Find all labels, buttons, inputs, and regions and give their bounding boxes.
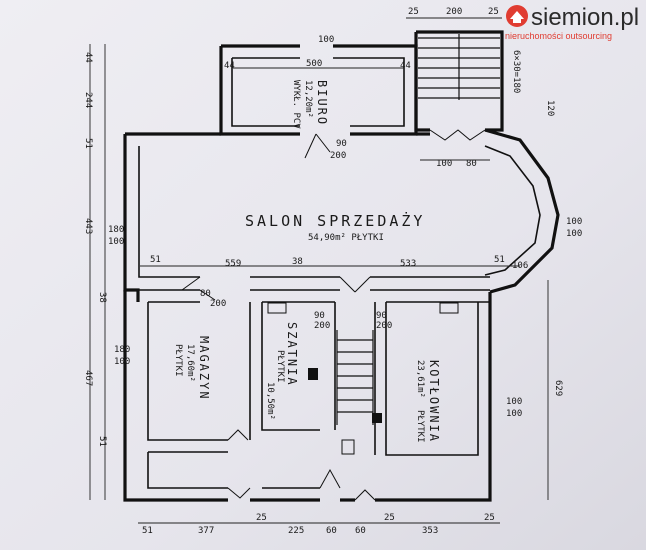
dim-window-r2: 100	[506, 397, 522, 407]
dim-mid-e: 51	[494, 255, 505, 265]
dim-window-r1b: 100	[566, 229, 582, 239]
dim-window-l2b: 100	[114, 357, 130, 367]
walls	[123, 30, 560, 502]
dim-door-g: 80	[200, 289, 211, 299]
dim-bottom-b: 377	[198, 526, 214, 536]
dim-top-a: 25	[408, 7, 419, 17]
room-name-szatnia: SZATNIA	[285, 322, 299, 387]
dim-top-c: 25	[488, 7, 499, 17]
dim-left-d: 443	[83, 218, 93, 234]
dim-bottom-g: 25	[384, 513, 395, 523]
brand-tagline: nieruchomości outsourcing	[505, 31, 612, 41]
room-finish-magazyn: PŁYTKI	[173, 344, 183, 377]
dim-left-f: 467	[83, 370, 93, 386]
brand-logo: siemion.pl nieruchomości outsourcing	[505, 4, 639, 41]
dim-entry-b: 80	[466, 159, 477, 169]
dim-bottom-h: 353	[422, 526, 438, 536]
toilet-icon	[341, 439, 355, 455]
dim-entry-a: 100	[436, 159, 452, 169]
dim-stair-width: 120	[545, 100, 555, 116]
dim-door-d: 200	[314, 321, 330, 331]
room-name-biuro: BIURO	[315, 80, 329, 126]
chimney-icon	[308, 368, 318, 380]
dim-window-l1: 180	[108, 225, 124, 235]
dim-biuro-b: 44	[400, 61, 411, 71]
dim-bottom-e: 60	[326, 526, 337, 536]
dim-left-c: 51	[83, 138, 93, 149]
dim-door-a: 90	[336, 139, 347, 149]
dim-door-h: 200	[210, 299, 226, 309]
brand-name: siemion.pl	[531, 4, 639, 31]
room-area-magazyn: 17,60m²	[185, 344, 195, 382]
room-name-magazyn: MAGAZYN	[197, 336, 211, 401]
room-name-salon: SALON SPRZEDAŻY	[245, 211, 425, 230]
dim-door-f: 200	[376, 321, 392, 331]
dim-window-l2: 180	[114, 345, 130, 355]
dim-window-l1b: 100	[108, 237, 124, 247]
room-finish-biuro: WYKŁ. PCV	[291, 80, 301, 129]
dim-stair-note: 6×30=180	[511, 50, 521, 93]
dimension-lines	[89, 17, 549, 524]
dim-mid-b: 559	[225, 259, 241, 269]
dim-bottom-d: 225	[288, 526, 304, 536]
dim-left-b: 244	[83, 92, 93, 108]
staircase-upper	[418, 34, 500, 100]
dim-window-r1: 100	[566, 217, 582, 227]
dim-door-c: 90	[314, 311, 325, 321]
room-name-kotlownia: KOTŁOWNIA	[427, 360, 441, 443]
dim-mid-f: 106	[512, 261, 528, 271]
dim-left-a: 44	[83, 52, 93, 63]
dim-left-g: 51	[97, 436, 107, 447]
fixtures	[267, 302, 459, 455]
dim-biuro-a: 44	[224, 61, 235, 71]
dim-door-b: 200	[330, 151, 346, 161]
dim-bottom-a: 51	[142, 526, 153, 536]
dim-left-e: 38	[97, 292, 107, 303]
dim-right-total: 629	[553, 380, 563, 396]
dim-biuro-width: 500	[306, 59, 322, 69]
room-finish-szatnia: PŁYTKI	[275, 350, 285, 383]
dim-mid-a: 51	[150, 255, 161, 265]
dim-window-r2b: 100	[506, 409, 522, 419]
dim-biuro-door: 100	[318, 35, 334, 45]
dim-top-b: 200	[446, 7, 462, 17]
room-finish-kotlownia: PŁYTKI	[415, 410, 425, 443]
room-area-szatnia: 10,50m²	[265, 382, 275, 420]
dim-bottom-i: 25	[484, 513, 495, 523]
room-area-salon: 54,90m² PŁYTKI	[308, 233, 384, 243]
room-area-biuro: 12,20m²	[303, 80, 313, 118]
staircase-lower	[336, 330, 374, 425]
dim-bottom-f: 60	[355, 526, 366, 536]
dim-mid-c: 38	[292, 257, 303, 267]
dim-mid-d: 533	[400, 259, 416, 269]
room-area-kotlownia: 23,61m²	[415, 360, 425, 398]
door-swings	[181, 129, 486, 501]
dim-bottom-c: 25	[256, 513, 267, 523]
dim-door-e: 90	[376, 311, 387, 321]
